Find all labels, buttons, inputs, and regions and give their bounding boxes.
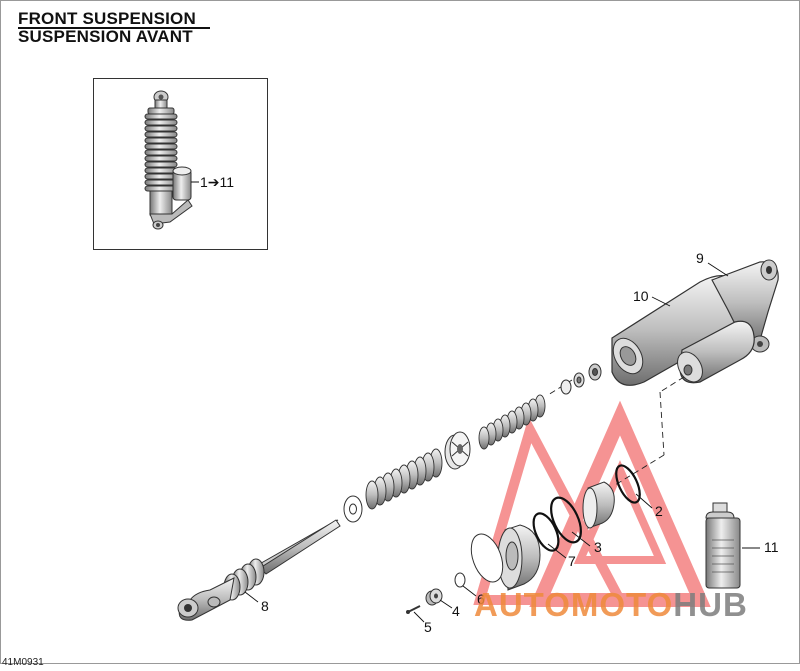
bearing-cap (582, 481, 615, 529)
end-cap (497, 524, 541, 591)
piston (444, 431, 471, 470)
small-o-ring (454, 572, 466, 588)
inset-overview-box (93, 78, 268, 250)
reservoir (677, 320, 755, 384)
callout-10: 10 (633, 288, 649, 304)
nut-4 (425, 588, 443, 606)
callout-8: 8 (261, 598, 269, 614)
title-french: SUSPENSION AVANT (18, 27, 193, 46)
lower-shim-stack (365, 448, 443, 510)
shock-body-10 (611, 275, 749, 386)
o-rings (532, 464, 641, 552)
callout-9: 9 (696, 250, 704, 266)
callout-11: 11 (764, 539, 779, 555)
washer (343, 495, 363, 523)
watermark-part1: AUTOMOTO (474, 586, 674, 623)
disc (470, 533, 504, 583)
shaft-assembly-8 (177, 519, 341, 621)
top-nut-washers (560, 363, 602, 395)
callout-5: 5 (424, 619, 432, 635)
title-divider (18, 27, 210, 29)
title-english: FRONT SUSPENSION (18, 9, 196, 28)
shock-head-9 (711, 259, 779, 353)
inset-shock-drawing (144, 90, 199, 230)
callout-3: 3 (594, 539, 602, 555)
screw-5 (406, 605, 421, 614)
watermark-part2: HUB (673, 586, 748, 623)
callout-2: 2 (655, 503, 663, 519)
callout-7: 7 (568, 553, 576, 569)
upper-shim-stack (478, 394, 546, 450)
oil-bottle-11 (705, 502, 741, 589)
inset-callout: 1➔11 (200, 174, 234, 190)
callout-4: 4 (452, 603, 460, 619)
drawing-code: 41M0931 (2, 657, 44, 668)
callout-6: 6 (477, 591, 485, 607)
watermark-text: AUTOMOTOHUB (474, 586, 748, 624)
